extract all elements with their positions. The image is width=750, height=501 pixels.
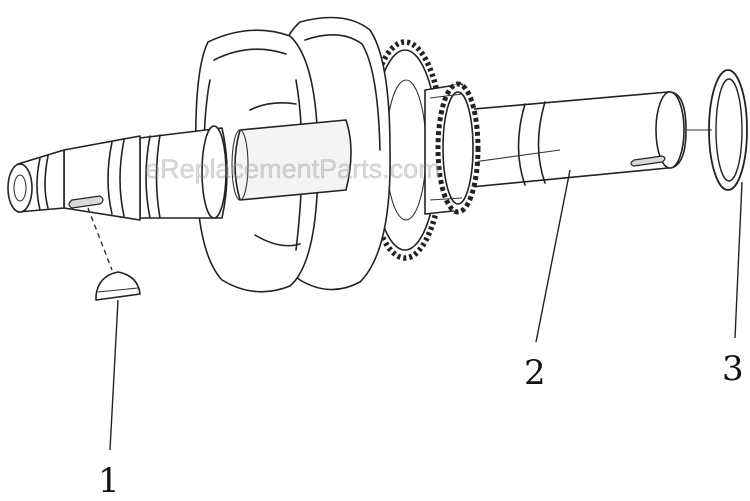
spur-gear [424, 81, 481, 215]
leader-line-3 [734, 181, 743, 339]
washer-icon [708, 69, 748, 191]
crank-webs [194, 16, 391, 293]
key-alignment-line [87, 207, 113, 271]
callout-2: 2 [524, 353, 546, 393]
callout-3: 3 [722, 349, 744, 389]
tapered-shaft-end [63, 135, 141, 221]
woodruff-key-icon [95, 271, 141, 301]
crankshaft-icon [7, 16, 687, 293]
main-journal [139, 125, 228, 219]
shaft-nose [7, 149, 65, 213]
leader-line-1 [109, 299, 119, 451]
callout-1: 1 [98, 461, 120, 501]
watermark-text: eReplacementParts.com [145, 154, 441, 184]
leader-line-2 [535, 169, 571, 343]
